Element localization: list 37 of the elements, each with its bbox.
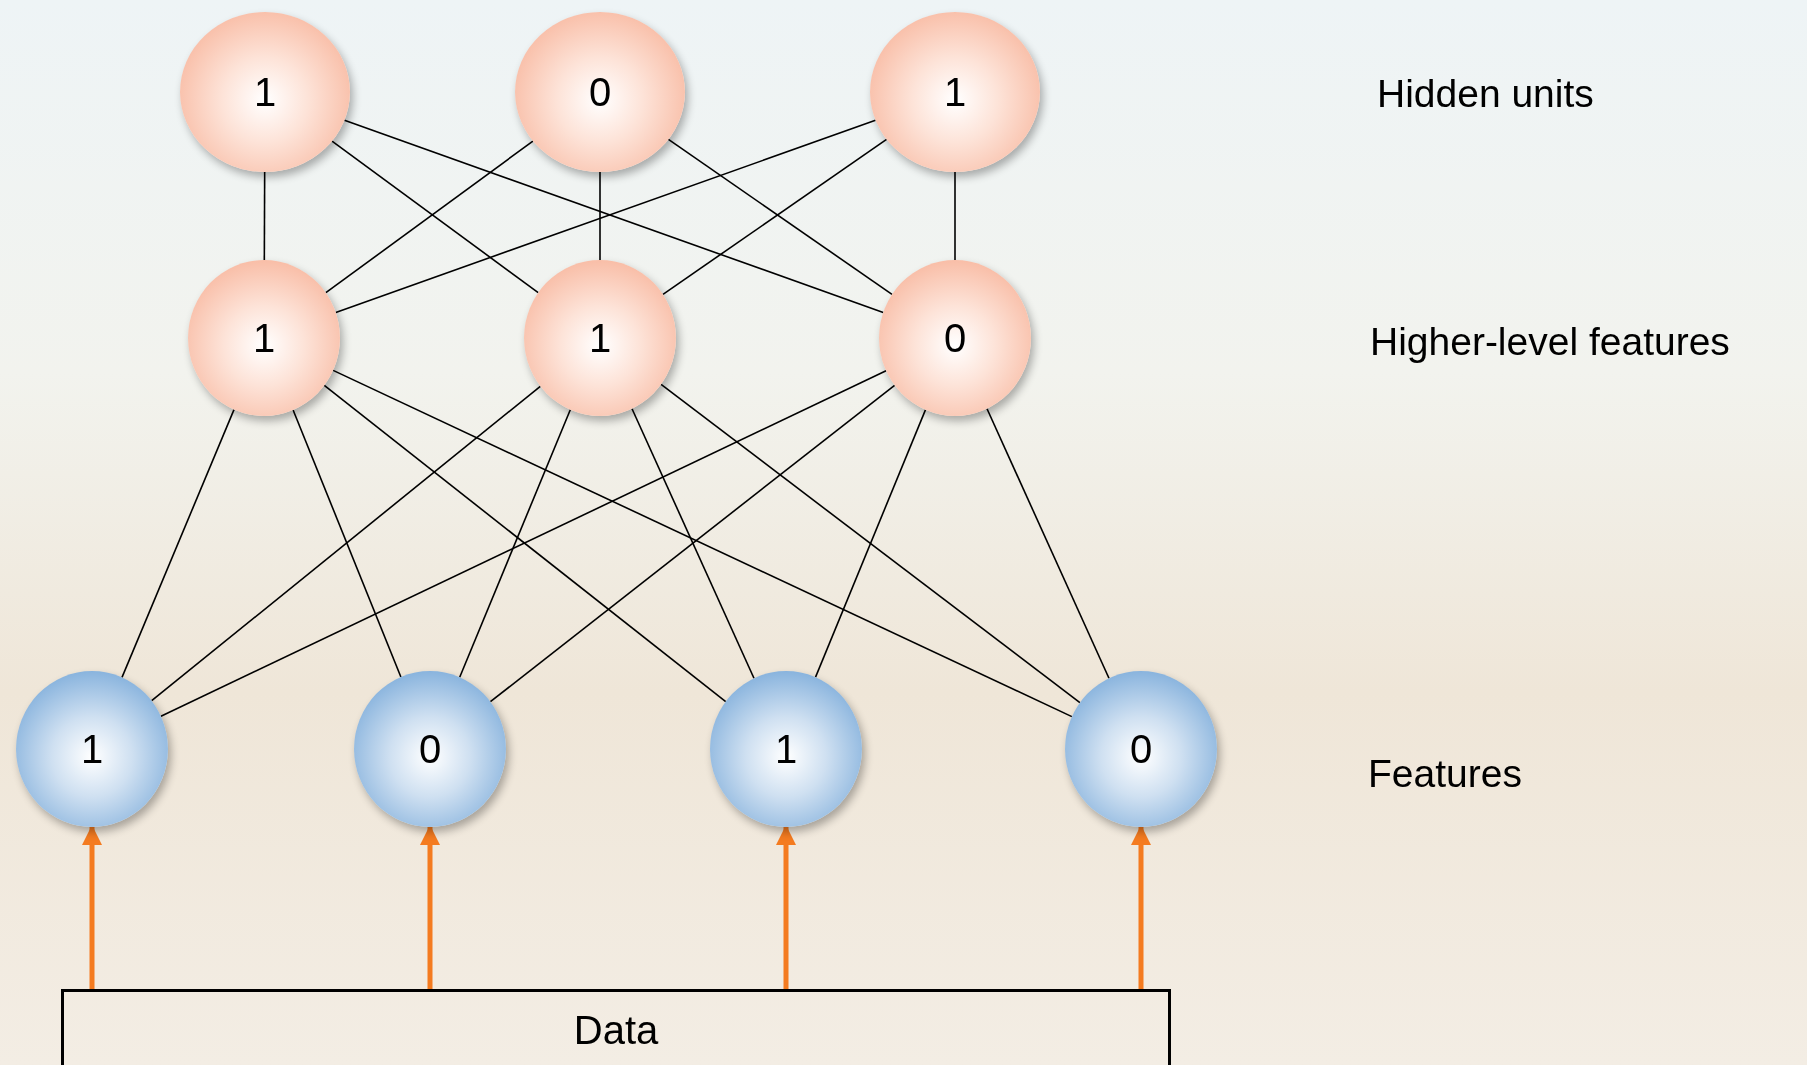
unit-value: 0 — [1129, 726, 1153, 772]
arrow — [82, 825, 102, 989]
layer-label: Higher-level features — [1370, 320, 1730, 364]
unit-value: 0 — [418, 726, 442, 772]
connection-line — [954, 171, 956, 261]
connection-line — [150, 385, 542, 702]
connection-line — [263, 171, 266, 261]
data-box — [61, 989, 1171, 1065]
unit-value: 1 — [588, 315, 612, 361]
connection-line — [660, 383, 1081, 704]
unit-value: 0 — [943, 315, 967, 361]
connection-line — [814, 409, 927, 678]
connection-line — [323, 384, 727, 703]
arrow — [1131, 825, 1151, 989]
connection-line — [458, 409, 572, 678]
connection-line — [332, 369, 1073, 718]
connection-line — [631, 407, 755, 680]
connection-line — [489, 384, 896, 703]
neuron-circle — [879, 260, 1031, 416]
unit-value: 1 — [80, 726, 104, 772]
neuron-circle — [524, 260, 676, 416]
connection-line — [160, 370, 887, 717]
unit-value: 0 — [588, 69, 612, 115]
input-circle — [1065, 671, 1217, 827]
layer-label: Hidden units — [1377, 72, 1594, 116]
unit-value: 1 — [774, 726, 798, 772]
box-title: Data — [573, 1008, 659, 1053]
unit-value: 1 — [253, 69, 277, 115]
layer-label: Features — [1368, 752, 1522, 796]
connection-line — [986, 407, 1110, 680]
arrow — [776, 825, 796, 989]
unit-value: 1 — [252, 315, 276, 361]
connection-line — [292, 409, 402, 678]
connection-line — [121, 408, 235, 679]
unit-value: 1 — [943, 69, 967, 115]
connection-line — [599, 171, 601, 261]
arrow — [420, 825, 440, 989]
